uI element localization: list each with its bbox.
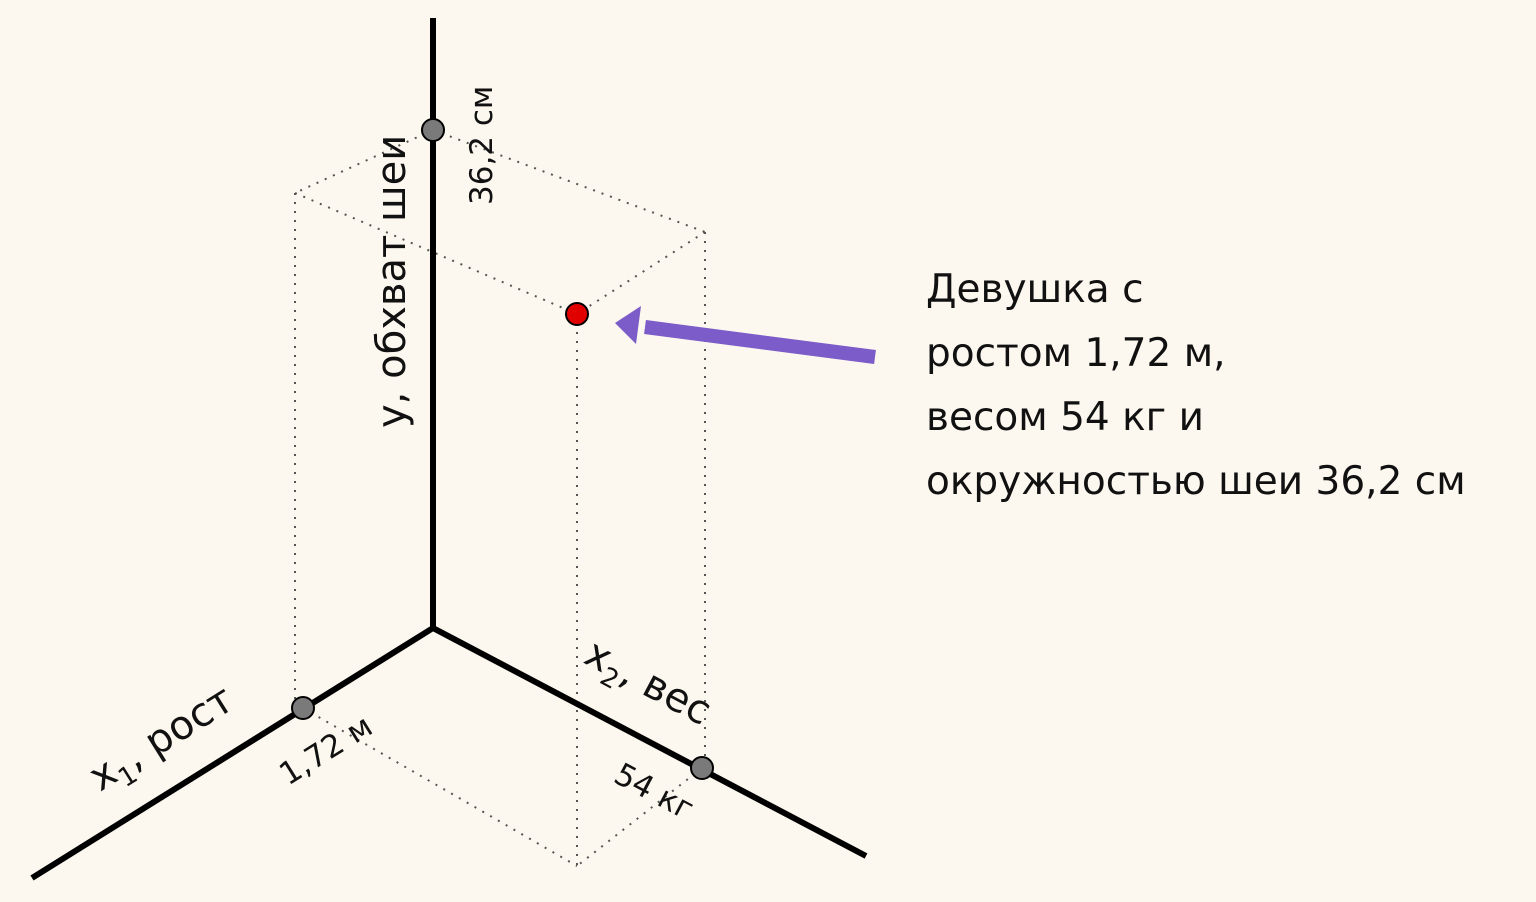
- caption-line: ростом 1,72 м,: [926, 331, 1226, 376]
- guide-line: [432, 129, 706, 233]
- x2-axis-label: x2, вес: [574, 630, 719, 741]
- x1-axis-marker: [291, 696, 315, 720]
- x2-name: , вес: [613, 649, 719, 735]
- x2-axis-marker: [690, 756, 714, 780]
- y-axis-marker: [421, 118, 445, 142]
- caption-line: весом 54 кг и: [926, 395, 1204, 440]
- x2-value-label: 54 кг: [608, 756, 699, 827]
- guide-line: [576, 231, 706, 315]
- x2-axis-line: [431, 625, 868, 859]
- arrow-icon: [615, 306, 876, 364]
- y-value-label: 36,2 см: [464, 86, 500, 205]
- x1-axis-label: x1, рост: [81, 676, 245, 806]
- x1-axis-line: [30, 625, 435, 881]
- point-caption: Девушка с ростом 1,72 м, весом 54 кг и о…: [926, 258, 1526, 514]
- caption-line: Девушка с: [926, 267, 1144, 312]
- projection-box: [294, 129, 706, 867]
- x1-name: , рост: [115, 676, 242, 779]
- guide-line: [294, 129, 434, 194]
- caption-line: окружностью шеи 36,2 см: [926, 459, 1466, 504]
- y-axis-label: y, обхват шеи: [369, 135, 415, 428]
- data-point: [565, 302, 589, 326]
